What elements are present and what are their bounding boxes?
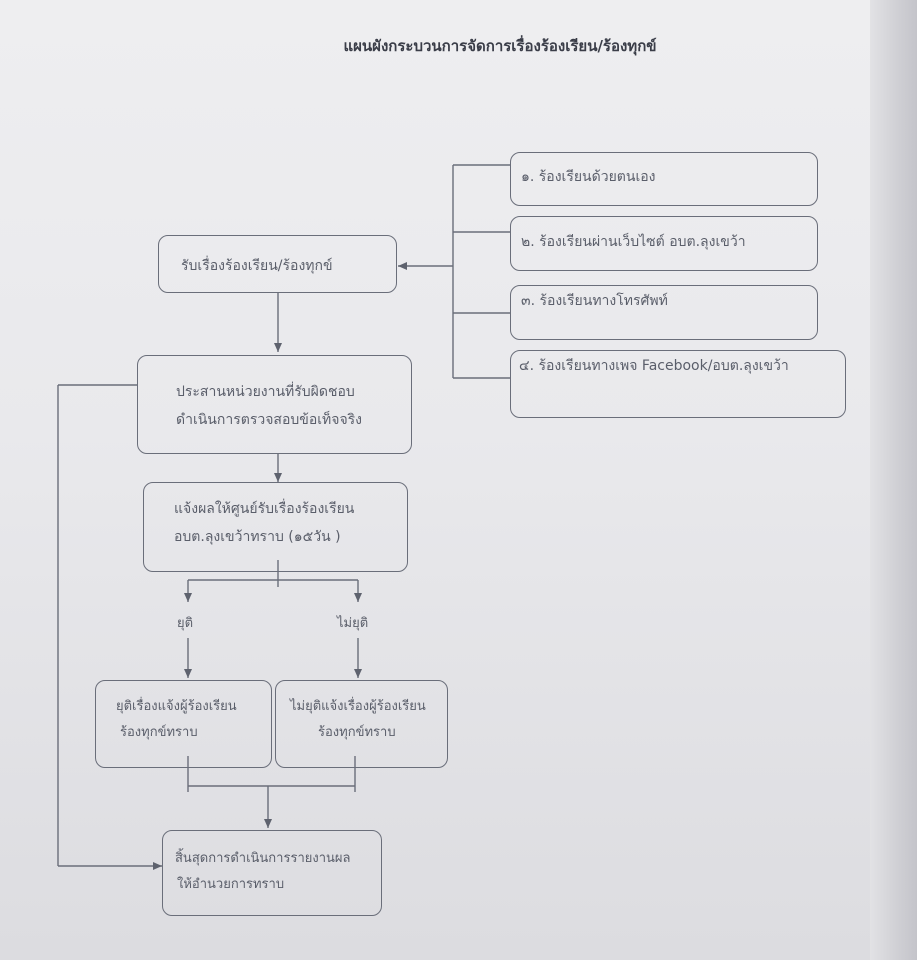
- end-unresolved-line2: ร้องทุกข์ทราบ: [318, 725, 396, 740]
- channel-box-phone: ๓. ร้องเรียนทางโทรศัพท์: [510, 285, 818, 340]
- notify-label-line2: อบต.ลุงเขว้าทราบ (๑๕วัน ): [174, 529, 341, 545]
- notify-label-line1: แจ้งผลให้ศูนย์รับเรื่องร้องเรียน: [174, 501, 355, 517]
- channel-box-walk-in: ๑. ร้องเรียนด้วยตนเอง: [510, 152, 818, 206]
- final-label-line2: ให้อำนวยการทราบ: [177, 877, 285, 892]
- channel-box-facebook: ๔. ร้องเรียนทางเพจ Facebook/อบต.ลุงเขว้า: [510, 350, 846, 418]
- end-unresolved-box: ไม่ยุติแจ้งเรื่องผู้ร้องเรียน ร้องทุกข์ท…: [275, 680, 448, 768]
- final-box: สิ้นสุดการดำเนินการรายงานผล ให้อำนวยการท…: [162, 830, 382, 916]
- branch-label-resolved: ยุติ: [177, 616, 194, 631]
- coordinate-label-line1: ประสานหน่วยงานที่รับผิดชอบ: [176, 384, 355, 400]
- page-gutter: [870, 0, 917, 960]
- channel-label-walk-in: ๑. ร้องเรียนด้วยตนเอง: [521, 169, 656, 185]
- end-resolved-line2: ร้องทุกข์ทราบ: [120, 725, 198, 740]
- channel-label-phone: ๓. ร้องเรียนทางโทรศัพท์: [521, 293, 668, 309]
- end-resolved-line1: ยุติเรื่องแจ้งผู้ร้องเรียน: [116, 699, 237, 714]
- coordinate-box: ประสานหน่วยงานที่รับผิดชอบ ดำเนินการตรวจ…: [137, 355, 412, 454]
- end-unresolved-line1: ไม่ยุติแจ้งเรื่องผู้ร้องเรียน: [290, 699, 426, 714]
- channel-label-facebook: ๔. ร้องเรียนทางเพจ Facebook/อบต.ลุงเขว้า: [519, 358, 789, 374]
- end-resolved-box: ยุติเรื่องแจ้งผู้ร้องเรียน ร้องทุกข์ทราบ: [95, 680, 272, 768]
- receive-box: รับเรื่องร้องเรียน/ร้องทุกข์: [158, 235, 397, 293]
- channel-box-website: ๒. ร้องเรียนผ่านเว็บไซต์ อบต.ลุงเขว้า: [510, 216, 818, 271]
- branch-label-unresolved: ไม่ยุติ: [337, 616, 369, 631]
- receive-label: รับเรื่องร้องเรียน/ร้องทุกข์: [181, 258, 333, 274]
- final-label-line1: สิ้นสุดการดำเนินการรายงานผล: [175, 851, 351, 866]
- diagram-title: แผนผังกระบวนการจัดการเรื่องร้องเรียน/ร้อ…: [343, 37, 657, 55]
- notify-box: แจ้งผลให้ศูนย์รับเรื่องร้องเรียน อบต.ลุง…: [143, 482, 408, 572]
- coordinate-label-line2: ดำเนินการตรวจสอบข้อเท็จจริง: [176, 412, 363, 428]
- channel-label-website: ๒. ร้องเรียนผ่านเว็บไซต์ อบต.ลุงเขว้า: [521, 234, 746, 250]
